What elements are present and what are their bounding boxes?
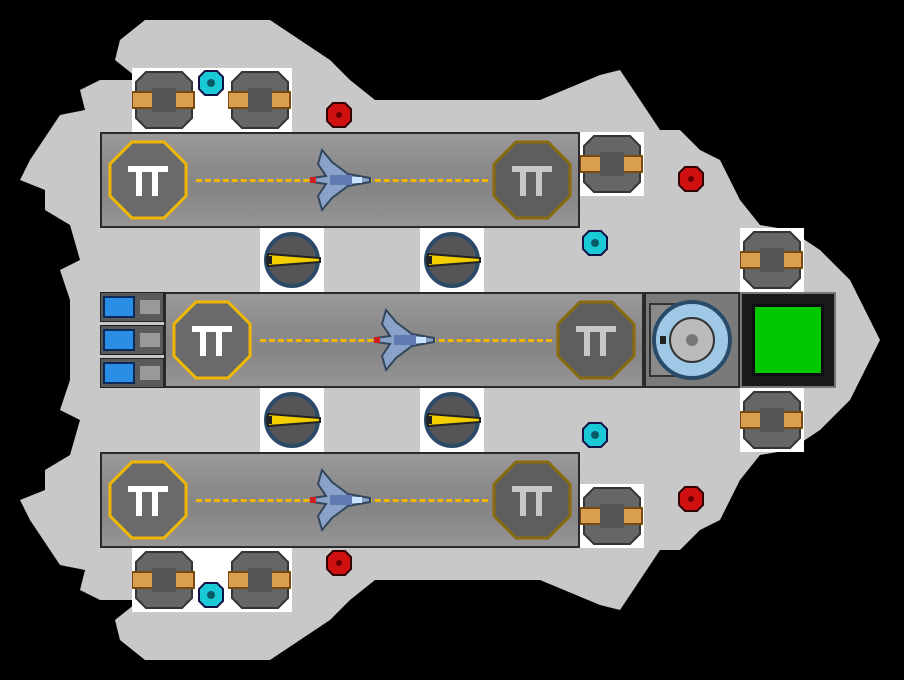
thruster-icon[interactable] (228, 548, 292, 612)
battery-icon[interactable] (100, 325, 164, 355)
cyan-module-icon[interactable] (198, 582, 224, 608)
landing-pad-icon[interactable] (108, 140, 188, 220)
thruster-icon[interactable] (740, 388, 804, 452)
core-screen (752, 304, 824, 376)
landing-pad-icon[interactable] (556, 300, 636, 380)
red-module-icon[interactable] (326, 550, 352, 576)
thruster-icon[interactable] (132, 68, 196, 132)
yellow-turret-icon[interactable] (420, 228, 484, 292)
fighter-ship-icon[interactable] (308, 467, 372, 533)
reactor-icon (649, 300, 732, 380)
landing-pad-icon[interactable] (108, 460, 188, 540)
thruster-icon[interactable] (132, 548, 196, 612)
fighter-ship-icon[interactable] (372, 307, 436, 373)
green-core-icon[interactable] (740, 292, 836, 388)
battery-icon[interactable] (100, 292, 164, 322)
red-module-icon[interactable] (326, 102, 352, 128)
thruster-icon[interactable] (580, 132, 644, 196)
fighter-ship-icon[interactable] (308, 147, 372, 213)
cyan-module-icon[interactable] (582, 230, 608, 256)
cyan-module-icon[interactable] (198, 70, 224, 96)
landing-pad-icon[interactable] (492, 460, 572, 540)
thruster-icon[interactable] (580, 484, 644, 548)
yellow-turret-icon[interactable] (420, 388, 484, 452)
thruster-icon[interactable] (740, 228, 804, 292)
landing-pad-icon[interactable] (172, 300, 252, 380)
yellow-turret-icon[interactable] (260, 388, 324, 452)
yellow-turret-icon[interactable] (260, 228, 324, 292)
battery-icon[interactable] (100, 358, 164, 388)
landing-pad-icon[interactable] (492, 140, 572, 220)
red-module-icon[interactable] (678, 486, 704, 512)
thruster-icon[interactable] (228, 68, 292, 132)
cyan-module-icon[interactable] (582, 422, 608, 448)
reactor-module[interactable] (644, 292, 740, 388)
red-module-icon[interactable] (678, 166, 704, 192)
